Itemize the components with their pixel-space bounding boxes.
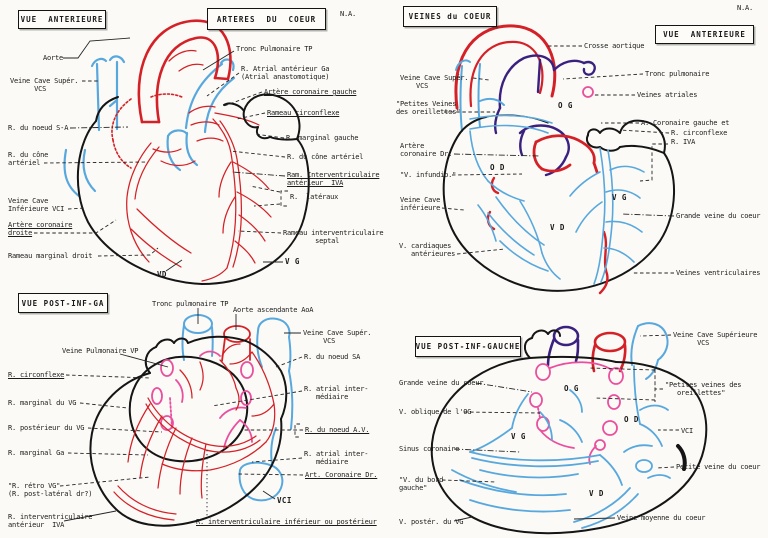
view-title-box-veins-anterior: VEINES du COEUR	[403, 6, 497, 27]
figure-label: VCI	[277, 496, 292, 505]
figure-label: R. marginal du VG	[8, 399, 77, 407]
figure-label: V. postér. du VG	[399, 518, 464, 526]
figure-label: Tronc Pulmonaire TP	[236, 45, 313, 53]
figure-label: Veine Cave Supér. VCS	[400, 74, 469, 90]
figure-label: "V. infundib."	[400, 171, 457, 179]
figure-label: V D	[550, 223, 565, 232]
figure-label: V D	[589, 489, 604, 498]
figure-label: V. cardiaques antérieures	[399, 242, 456, 258]
figure-label: Veines ventriculaires	[676, 269, 761, 277]
figure-label: Tronc pulmonaire TP	[152, 300, 229, 308]
figure-label: Veine Cave Supérieure VCS	[673, 331, 758, 347]
figure-label: Sinus coronaire	[399, 445, 460, 453]
figure-label: V. oblique de l'OG	[399, 408, 472, 416]
view-title-box-veins-anterior: VUE ANTERIEURE	[655, 25, 754, 44]
figure-label: "R. rétro VG"(R. post-latéral dr?)	[8, 482, 93, 498]
figure-label: Aorte	[43, 54, 64, 62]
figure-label: V G	[285, 257, 300, 266]
figure-label: Artère coronaire gauche	[264, 88, 357, 96]
figure-label: Petite veine du coeur	[676, 463, 761, 471]
figure-label: O D	[624, 415, 639, 424]
figure-label: V G	[612, 193, 627, 202]
view-title-box-arteries-post-inf: VUE POST-INF-GA	[18, 293, 108, 313]
figure-label: Grande veine du coeur	[676, 212, 761, 220]
figure-label: Grande veine du coeur	[399, 379, 484, 387]
figure-label: V G	[511, 432, 526, 441]
figure-label: R. postérieur du VG	[8, 424, 85, 432]
figure-label: R. du cône artériel	[287, 153, 364, 161]
figure-label: R. circonflexe	[8, 371, 65, 379]
figure-label: R. IVA	[671, 138, 696, 146]
figure-label: O G	[558, 101, 573, 110]
figure-label: R. du noeud S-A	[8, 124, 69, 132]
view-title-box-veins-post-inf: VUE POST-INF-GAUCHE	[415, 336, 521, 357]
figure-label: VCI	[681, 427, 694, 435]
figure-label: Rameau interventriculaire septal	[283, 229, 384, 245]
figure-label: Veine moyenne du coeur	[617, 514, 706, 522]
figure-label: R. du noeud A.V.	[305, 426, 370, 434]
figure-label: R. marginal gauche	[286, 134, 359, 142]
figure-label: VD	[157, 270, 167, 279]
figure-label: R. interventriculaire inférieur ou posté…	[196, 518, 377, 526]
figure-label: Veine Cave Supér. VCS	[303, 329, 372, 345]
figure-label: R. marginal Ga	[8, 449, 65, 457]
figure-label: R. du noeud SA	[304, 353, 361, 361]
figure-label: N.A.	[737, 4, 754, 12]
figure-label: Veine Pulmonaire VP	[62, 347, 139, 355]
figure-label: A. Coronaire gauche et	[641, 119, 730, 127]
figure-label: Rameau circonflexe	[267, 109, 340, 117]
figure-label: Tronc pulmonaire	[645, 70, 710, 78]
figure-label: N.A.	[340, 10, 357, 18]
figure-label: Crosse aortique	[584, 42, 645, 50]
figure-label: Rameau marginal droit	[8, 252, 93, 260]
figure-label: R. latéraux	[290, 193, 339, 201]
figure-label: Art. Coronaire Dr.	[305, 471, 378, 479]
figure-label: O G	[564, 384, 579, 393]
figure-label: Veines atriales	[637, 91, 698, 99]
figure-label: O D	[490, 163, 505, 172]
figure-label: Veine Cave Supér. VCS	[10, 77, 79, 93]
figure-label: R. atrial inter- médiaire	[304, 385, 369, 401]
figure-label: R. circonflexe	[671, 129, 728, 137]
view-title-box-arteries-anterior: VUE ANTERIEURE	[18, 10, 106, 29]
figure-label: "Petites veines des oreillettes"	[665, 381, 742, 397]
figure-label: R. atrial inter- médiaire	[304, 450, 369, 466]
figure-label: Aorte ascendante AoA	[233, 306, 314, 314]
view-title-box-arteries-anterior: ARTERES DU COEUR	[207, 8, 326, 30]
figure-label: R. Atrial antérieur Ga(Atrial anastomoti…	[241, 65, 330, 81]
